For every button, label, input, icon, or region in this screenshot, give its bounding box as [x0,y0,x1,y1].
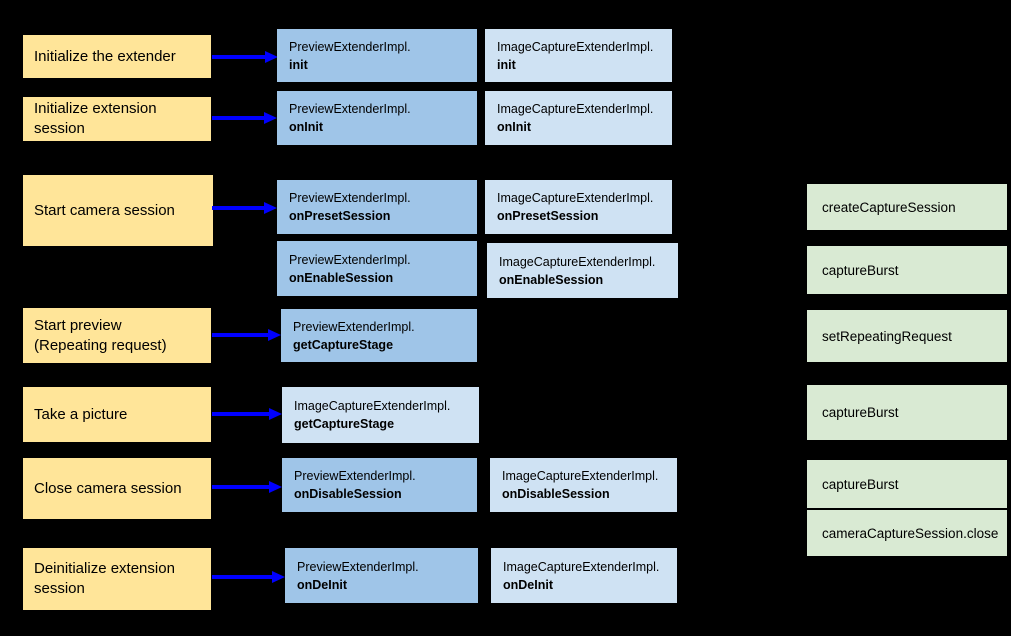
step-label: Take a picture [34,405,128,423]
call-preview-oninit: PreviewExtenderImpl. onInit [277,91,477,145]
arrow-initialize-extension-session [212,112,277,124]
camera2-captureburst-3: captureBurst [807,460,1007,508]
step-deinitialize-extension-session: Deinitialize extension session [23,548,211,610]
method-name: onInit [289,120,324,134]
method-name: onDisableSession [294,487,402,501]
arrow-head-icon [268,329,281,341]
camera2-cameracapturesession-close: cameraCaptureSession.close [807,510,1007,556]
class-name: PreviewExtenderImpl. [297,559,419,574]
arrow-initialize-the-extender [212,51,278,63]
class-name: ImageCaptureExtenderImpl. [502,469,659,483]
step-start-camera-session: Start camera session [23,175,213,246]
call-preview-onpresetsession: PreviewExtenderImpl. onPresetSession [277,180,477,234]
step-label: Start camera session [34,201,175,219]
arrow-shaft [212,412,272,416]
arrow-shaft [212,55,268,59]
class-name: ImageCaptureExtenderImpl. [497,102,654,116]
class-name: PreviewExtenderImpl. [289,252,411,267]
step-label: Initialize the extender [34,47,176,65]
camera2-label: createCaptureSession [822,199,956,215]
step-initialize-the-extender: Initialize the extender [23,35,211,78]
method-name: onInit [497,120,532,134]
camera2-label: cameraCaptureSession.close [822,525,999,541]
arrow-shaft [212,485,272,489]
method-name: init [289,57,308,72]
method-name: onDeInit [297,577,347,592]
call-preview-init: PreviewExtenderImpl. init [277,29,477,82]
call-imagecapture-oninit: ImageCaptureExtenderImpl. onInit [485,91,672,145]
class-name: ImageCaptureExtenderImpl. [497,39,654,54]
step-start-preview: Start preview (Repeating request) [23,308,211,363]
arrow-shaft [212,206,267,210]
call-imagecapture-onenablesession: ImageCaptureExtenderImpl. onEnableSession [487,243,678,298]
class-name: ImageCaptureExtenderImpl. [499,254,656,269]
call-preview-getcapturestage: PreviewExtenderImpl. getCaptureStage [281,309,477,362]
class-name: ImageCaptureExtenderImpl. [294,399,451,413]
step-close-camera-session: Close camera session [23,458,211,519]
arrow-shaft [212,116,267,120]
call-imagecapture-ondeinit: ImageCaptureExtenderImpl. onDeInit [491,548,677,603]
call-preview-ondeinit: PreviewExtenderImpl. onDeInit [285,548,478,603]
camera2-captureburst-2: captureBurst [807,385,1007,440]
step-initialize-extension-session: Initialize extension session [23,97,211,141]
camera2-label: captureBurst [822,262,899,278]
arrow-take-a-picture [212,408,282,420]
step-label: Start preview (Repeating request) [34,316,167,354]
method-name: getCaptureStage [293,337,394,352]
method-name: getCaptureStage [294,417,395,431]
class-name: ImageCaptureExtenderImpl. [503,559,660,574]
method-name: onPresetSession [497,209,599,223]
arrow-shaft [212,575,275,579]
call-imagecapture-ondisablesession: ImageCaptureExtenderImpl. onDisableSessio… [490,458,677,512]
class-name: PreviewExtenderImpl. [289,191,411,205]
call-imagecapture-init: ImageCaptureExtenderImpl. init [485,29,672,82]
camera2-label: captureBurst [822,476,899,492]
arrow-start-preview [212,329,281,341]
camera2-setrepeatingrequest: setRepeatingRequest [807,310,1007,362]
class-name: ImageCaptureExtenderImpl. [497,191,654,205]
class-name: PreviewExtenderImpl. [289,39,411,54]
arrow-close-camera-session [212,481,282,493]
call-imagecapture-onpresetsession: ImageCaptureExtenderImpl. onPresetSession [485,180,672,234]
camera2-label: captureBurst [822,405,899,420]
method-name: onEnableSession [499,272,604,287]
method-name: onDisableSession [502,487,610,501]
step-label: Close camera session [34,479,182,497]
camera2-captureburst-1: captureBurst [807,246,1007,294]
class-name: PreviewExtenderImpl. [293,319,415,334]
arrow-head-icon [269,481,282,493]
call-imagecapture-getcapturestage: ImageCaptureExtenderImpl. getCaptureStage [282,387,479,443]
method-name: onPresetSession [289,209,391,223]
method-name: onEnableSession [289,270,394,285]
call-preview-onenablesession: PreviewExtenderImpl. onEnableSession [277,241,477,296]
arrow-head-icon [264,112,277,124]
class-name: PreviewExtenderImpl. [294,469,416,483]
camera2-label: setRepeatingRequest [822,328,952,344]
arrow-head-icon [265,51,278,63]
arrow-start-camera-session [212,202,277,214]
step-label: Deinitialize extension session [34,560,175,597]
class-name: PreviewExtenderImpl. [289,102,411,116]
call-preview-ondisablesession: PreviewExtenderImpl. onDisableSession [282,458,477,512]
step-take-a-picture: Take a picture [23,387,211,442]
step-label: Initialize extension session [34,100,157,137]
arrow-head-icon [264,202,277,214]
arrow-head-icon [272,571,285,583]
method-name: onDeInit [503,577,553,592]
method-name: init [497,57,516,72]
arrow-deinitialize-extension-session [212,571,285,583]
arrow-shaft [212,333,271,337]
camera2-createcapturesession: createCaptureSession [807,184,1007,230]
arrow-head-icon [269,408,282,420]
